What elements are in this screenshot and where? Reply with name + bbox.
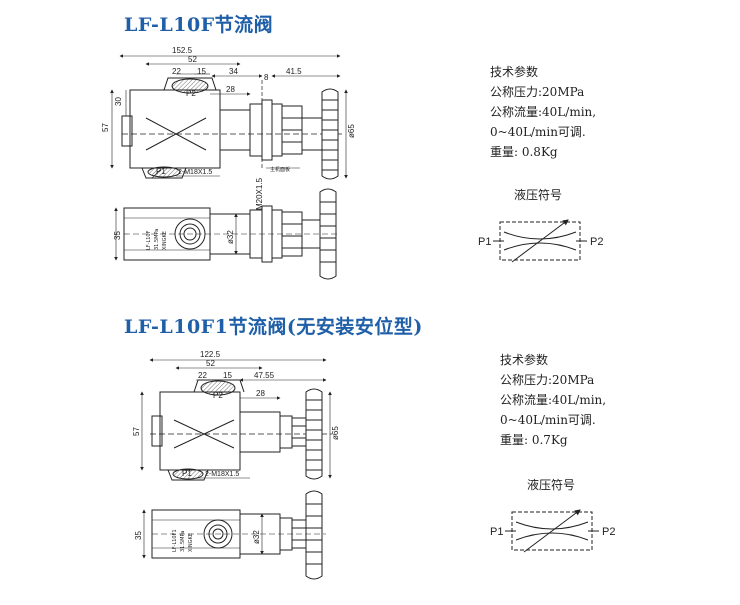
dim-phi32: ø32 <box>252 530 261 544</box>
dim-152-5: 152.5 <box>172 46 193 55</box>
panel-label: 主机面板 <box>270 166 290 173</box>
dim-57: 57 <box>101 123 110 132</box>
spec-heading: 技术参数 <box>490 65 539 79</box>
section2-bottom-view <box>142 490 326 580</box>
dim-35: 35 <box>113 231 122 240</box>
section2-title: LF-L10F1节流阀(无安装安位型) <box>124 316 423 338</box>
dim-34: 34 <box>229 67 238 76</box>
port-p2-label: P2 <box>213 391 223 400</box>
spec-pressure: 公称压力:20MPa <box>500 373 595 387</box>
dim-52: 52 <box>188 55 197 64</box>
section2-hydraulic-symbol <box>505 509 599 553</box>
dim-15: 15 <box>223 371 232 380</box>
spec-range: 0~40L/min可调. <box>500 413 596 427</box>
spec-pressure: 公称压力:20MPa <box>490 85 585 99</box>
section2-symbol-title: 液压符号 <box>527 478 576 492</box>
spec-flow: 公称流量:40L/min, <box>490 105 597 119</box>
spec-range: 0~40L/min可调. <box>490 125 586 139</box>
spec-weight: 重量: 0.7Kg <box>500 433 568 447</box>
dim-52: 52 <box>206 359 215 368</box>
dim-28: 28 <box>256 389 265 398</box>
symbol-p1-label: P1 <box>478 236 491 248</box>
nameplate-line1: LF-L10F1 <box>172 529 178 552</box>
spec-heading: 技术参数 <box>500 353 549 367</box>
dim-122-5: 122.5 <box>200 350 221 359</box>
thread-callout: 2-M18X1.5 <box>205 471 239 478</box>
dim-m20x1-5: M20X1.5 <box>255 177 264 210</box>
dim-phi65: ø65 <box>347 124 356 138</box>
symbol-p2-label: P2 <box>590 236 603 248</box>
dim-35: 35 <box>134 531 143 540</box>
section1-hydraulic-symbol <box>493 219 587 263</box>
dim-8: 8 <box>264 73 269 82</box>
dim-phi65: ø65 <box>331 426 340 440</box>
nameplate-line3: XINGKE <box>162 231 168 250</box>
symbol-p1-label: P1 <box>490 526 503 538</box>
port-p2-label: P2 <box>186 89 196 98</box>
dim-30: 30 <box>114 97 123 106</box>
port-p1-label: P1 <box>182 469 192 478</box>
dim-57: 57 <box>132 427 141 436</box>
dim-22: 22 <box>172 67 181 76</box>
dim-41-5: 41.5 <box>286 67 302 76</box>
dim-15: 15 <box>197 67 206 76</box>
section1-title: LF-L10F节流阀 <box>124 14 274 36</box>
dim-phi32: ø32 <box>226 230 235 244</box>
dim-47-55: 47.55 <box>254 371 275 380</box>
thread-callout: 2-M18X1.5 <box>178 169 212 176</box>
section1-front-view <box>110 54 348 180</box>
spec-flow: 公称流量:40L/min, <box>500 393 607 407</box>
section1-bottom-view <box>114 188 338 280</box>
dim-28: 28 <box>226 85 235 94</box>
nameplate-line2: 31.5MPa <box>180 531 186 552</box>
nameplate-line1: LF-L10F <box>146 230 152 250</box>
spec-weight: 重量: 0.8Kg <box>490 145 558 159</box>
nameplate-line2: 31.5MPa <box>154 229 160 250</box>
dim-22: 22 <box>198 371 207 380</box>
section2-front-view <box>140 358 332 481</box>
port-p1-label: P1 <box>156 167 166 176</box>
section2-specs: 技术参数 公称压力:20MPa 公称流量:40L/min, 0~40L/min可… <box>500 350 606 450</box>
section1-symbol-title: 液压符号 <box>514 188 563 202</box>
section1-specs: 技术参数 公称压力:20MPa 公称流量:40L/min, 0~40L/min可… <box>490 62 596 162</box>
symbol-p2-label: P2 <box>602 526 615 538</box>
nameplate-line3: XINGKE <box>188 533 194 552</box>
